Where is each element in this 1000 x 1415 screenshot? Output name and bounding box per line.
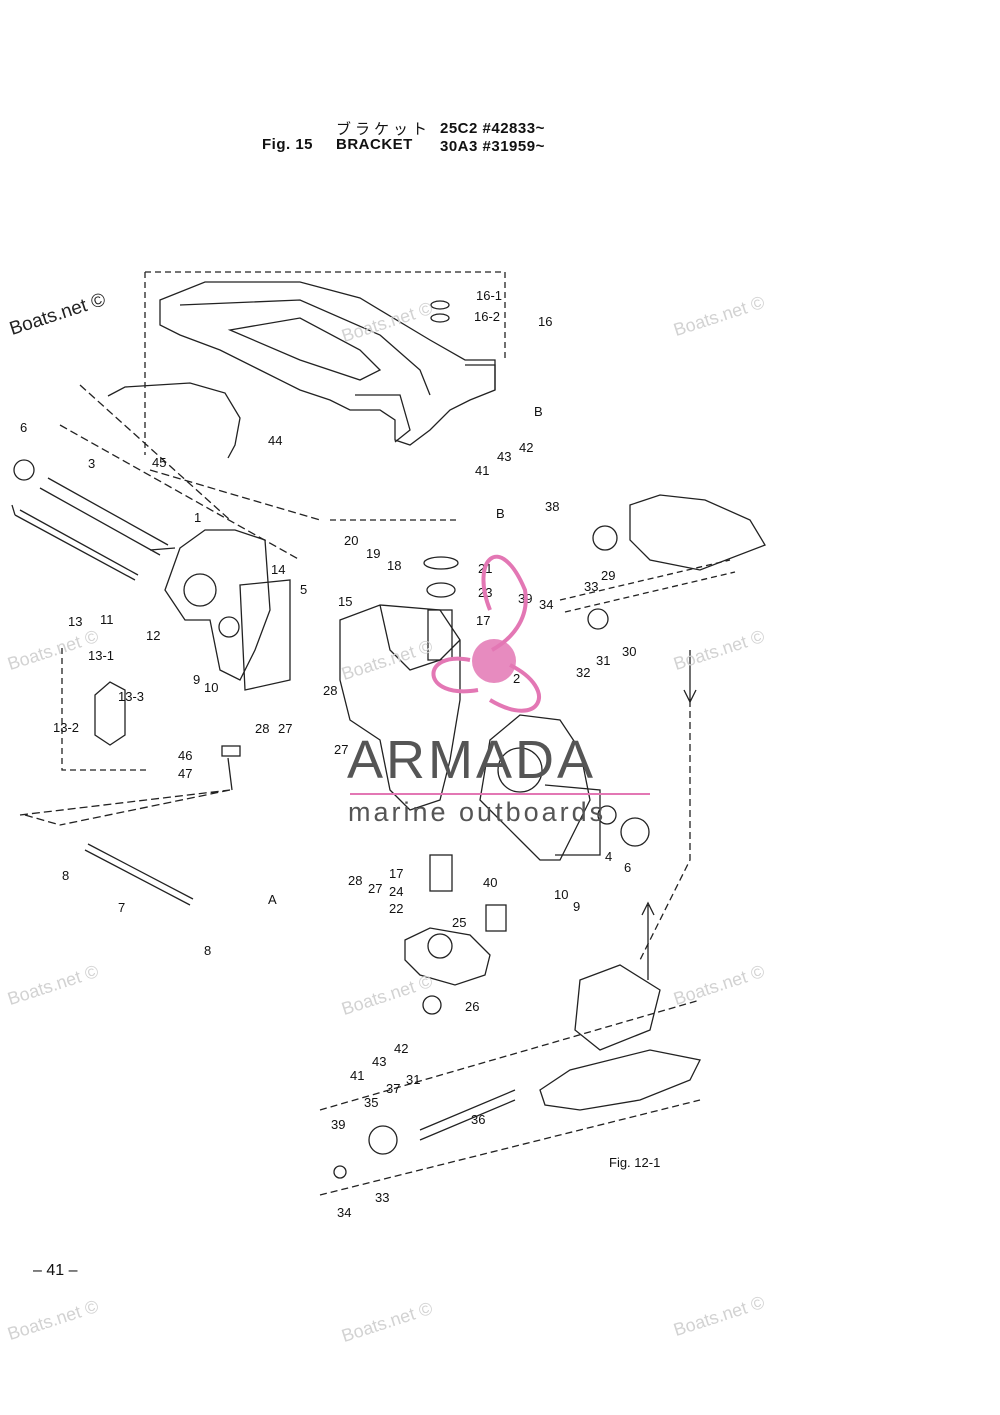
label-16: 16: [538, 314, 552, 329]
label-13-3: 13-3: [118, 689, 144, 704]
label-27-mid: 27: [334, 742, 348, 757]
label-10-right: 10: [554, 887, 568, 902]
label-34-top: 34: [539, 597, 553, 612]
label-44: 44: [268, 433, 282, 448]
label-17-lower: 17: [389, 866, 403, 881]
label-31-top: 31: [596, 653, 610, 668]
label-27-lower: 27: [368, 881, 382, 896]
header-serial-1: 25C2 #42833~: [440, 120, 545, 137]
label-22: 22: [389, 901, 403, 916]
label-1: 1: [194, 510, 201, 525]
label-14: 14: [271, 562, 285, 577]
label-19: 19: [366, 546, 380, 561]
label-8-lower: 8: [204, 943, 211, 958]
label-25: 25: [452, 915, 466, 930]
label-8-upper: 8: [62, 868, 69, 883]
header-title: BRACKET: [336, 136, 413, 153]
label-13-2: 13-2: [53, 720, 79, 735]
label-11: 11: [100, 612, 114, 627]
label-17-upper: 17: [476, 613, 490, 628]
label-15: 15: [338, 594, 352, 609]
label-26: 26: [465, 999, 479, 1014]
label-43-lower: 43: [372, 1054, 386, 1069]
brand-name: ARMADA: [347, 730, 597, 790]
label-2: 2: [513, 671, 520, 686]
label-33-lower: 33: [375, 1190, 389, 1205]
label-13-1: 13-1: [88, 648, 114, 663]
label-28-left: 28: [255, 721, 269, 736]
label-30: 30: [622, 644, 636, 659]
label-a-left: A: [268, 892, 277, 907]
label-12: 12: [146, 628, 160, 643]
label-6-right: 6: [624, 860, 631, 875]
label-3: 3: [88, 456, 95, 471]
label-7: 7: [118, 900, 125, 915]
label-35: 35: [364, 1095, 378, 1110]
label-41-lower: 41: [350, 1068, 364, 1083]
label-16-1: 16-1: [476, 288, 502, 303]
label-34-lower: 34: [337, 1205, 351, 1220]
header-fig-number: Fig. 15: [262, 136, 314, 153]
brand-tagline: marine outboards: [348, 797, 607, 827]
label-9-left: 9: [193, 672, 200, 687]
label-28-lower: 28: [348, 873, 362, 888]
label-16-2: 16-2: [474, 309, 500, 324]
label-18: 18: [387, 558, 401, 573]
label-47: 47: [178, 766, 192, 781]
brand-accent-line: [350, 793, 650, 795]
header-japanese: ブラケット: [336, 121, 432, 138]
label-40: 40: [483, 875, 497, 890]
label-31-lower: 31: [406, 1072, 420, 1087]
label-6-left: 6: [20, 420, 27, 435]
label-42-lower: 42: [394, 1041, 408, 1056]
label-38: 38: [545, 499, 559, 514]
label-27-left: 27: [278, 721, 292, 736]
armada-logo: [431, 554, 541, 713]
label-b-right: B: [496, 506, 505, 521]
page-number: – 41 –: [33, 1262, 78, 1279]
label-10-left: 10: [204, 680, 218, 695]
label-37: 37: [386, 1081, 400, 1096]
label-41-top: 41: [475, 463, 489, 478]
label-13: 13: [68, 614, 82, 629]
label-28-mid: 28: [323, 683, 337, 698]
label-5: 5: [300, 582, 307, 597]
label-20: 20: [344, 533, 358, 548]
label-b-top: B: [534, 404, 543, 419]
label-29: 29: [601, 568, 615, 583]
label-36: 36: [471, 1112, 485, 1127]
header-serial-2: 30A3 #31959~: [440, 138, 545, 155]
label-24: 24: [389, 884, 403, 899]
label-46: 46: [178, 748, 192, 763]
label-33-top: 33: [584, 579, 598, 594]
label-45: 45: [152, 455, 166, 470]
label-39-lower: 39: [331, 1117, 345, 1132]
label-9-right: 9: [573, 899, 580, 914]
label-32: 32: [576, 665, 590, 680]
label-43-top: 43: [497, 449, 511, 464]
label-4: 4: [605, 849, 612, 864]
reference-fig-12-1: Fig. 12-1: [609, 1155, 660, 1170]
label-42-top: 42: [519, 440, 533, 455]
